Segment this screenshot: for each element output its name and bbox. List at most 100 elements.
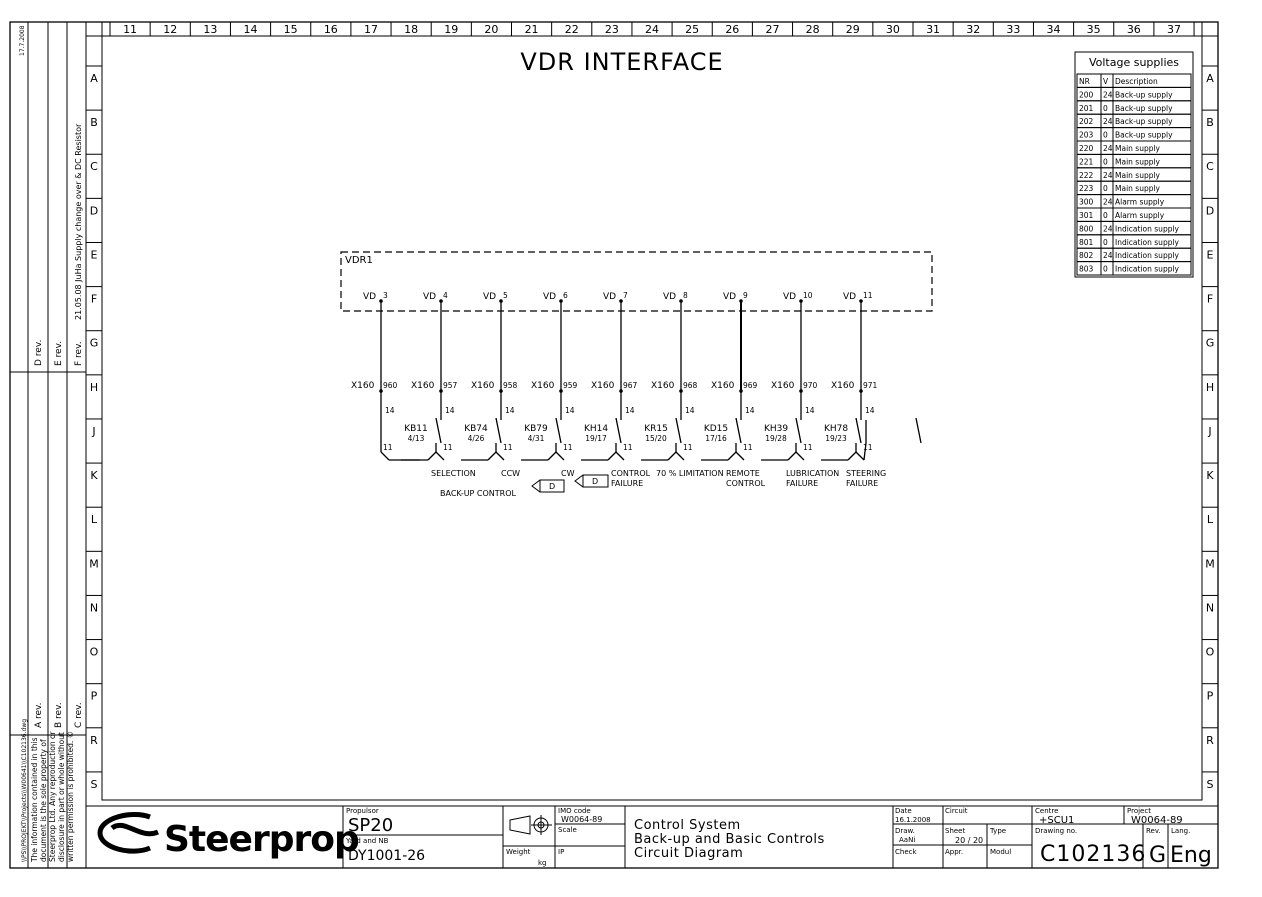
vd-number: 8 — [683, 291, 688, 300]
svg-text:Date: Date — [895, 807, 912, 815]
table-cell: Main supply — [1115, 157, 1161, 166]
table-cell: 200 — [1079, 90, 1094, 99]
contact-nc-number: 11 — [863, 443, 873, 452]
column-number: 18 — [404, 23, 418, 36]
contact-no-number: 14 — [625, 406, 635, 415]
relay-label: KB74 — [464, 424, 488, 434]
column-number: 11 — [123, 23, 137, 36]
row-letter: D — [90, 204, 98, 217]
column-number: 19 — [444, 23, 458, 36]
table-cell: 220 — [1079, 144, 1094, 153]
vd-label: VD — [783, 292, 796, 302]
propulsor-value: SP20 — [348, 815, 393, 836]
pin-number: 959 — [563, 381, 578, 390]
column-number: 36 — [1127, 23, 1141, 36]
vd-number: 5 — [503, 291, 508, 300]
column-number: 17 — [364, 23, 378, 36]
label-remote-2: CONTROL — [726, 479, 766, 488]
row-letter: H — [90, 381, 98, 394]
row-letter: A — [90, 72, 98, 85]
contact-nc-number: 11 — [563, 443, 573, 452]
revision-d-label: D rev. — [34, 340, 44, 366]
imo-label: IMO code — [558, 807, 591, 815]
table-cell: 203 — [1079, 131, 1094, 140]
relay-contact — [555, 417, 562, 444]
relay-label: KB79 — [524, 424, 548, 434]
label-control-failure-1: CONTROL — [611, 469, 651, 478]
vd-number: 3 — [383, 291, 388, 300]
vd-label: VD — [363, 292, 376, 302]
vd-number: 6 — [563, 291, 568, 300]
vd-number: 7 — [623, 291, 628, 300]
column-number: 12 — [163, 23, 177, 36]
column-number: 27 — [765, 23, 779, 36]
table-cell: Alarm supply — [1115, 211, 1165, 220]
relay-label: KH78 — [824, 424, 848, 434]
table-cell: 201 — [1079, 104, 1094, 113]
table-cell: 24 — [1103, 171, 1113, 180]
table-cell: Indication supply — [1115, 224, 1180, 233]
vd-label: VD — [603, 292, 616, 302]
table-cell: 222 — [1079, 171, 1094, 180]
row-letter: J — [91, 425, 95, 438]
x160-label: X160 — [411, 381, 435, 391]
svg-text:The information contained in t: The information contained in this — [30, 737, 39, 863]
contact-nc-number: 11 — [623, 443, 633, 452]
x160-label: X160 — [531, 381, 555, 391]
x160-label: X160 — [711, 381, 735, 391]
column-number: 21 — [525, 23, 539, 36]
yard-label: Yard and NB — [345, 837, 389, 845]
relay-label: KH39 — [764, 424, 788, 434]
svg-text:Type: Type — [989, 827, 1006, 835]
vdr-box — [340, 251, 933, 312]
revision-f-text: 21.05.08 JuHa Supply change over & DC Re… — [74, 123, 83, 320]
revision-f-label: F rev. — [74, 341, 84, 366]
column-number: 32 — [966, 23, 980, 36]
file-path: \\PS\\PROJEKT\\Projects\\W00641\\C102136… — [21, 719, 28, 862]
svg-text:disclosure in part or whole wi: disclosure in part or whole without — [57, 732, 66, 862]
svg-text:Centre: Centre — [1035, 807, 1058, 815]
vd-label: VD — [543, 292, 556, 302]
table-cell: Back-up supply — [1115, 104, 1173, 113]
imo-value: W0064-89 — [561, 815, 602, 824]
contact-nc-number: 11 — [803, 443, 813, 452]
table-cell: 221 — [1079, 157, 1094, 166]
row-letter: N — [1206, 601, 1214, 614]
row-letter: P — [91, 690, 98, 703]
contact-no-number: 14 — [505, 406, 515, 415]
pin-number: 970 — [803, 381, 818, 390]
row-letter: E — [91, 248, 98, 261]
pin-number: 958 — [503, 381, 518, 390]
column-number: 20 — [484, 23, 498, 36]
pin-number: 957 — [443, 381, 458, 390]
table-cell: 24 — [1103, 224, 1113, 233]
table-cell: 803 — [1079, 265, 1094, 274]
revision-value: G — [1149, 843, 1166, 868]
signal-labels: SELECTION CCW CW CONTROL FAILURE 70 % LI… — [431, 469, 886, 498]
row-letter: G — [1206, 337, 1215, 350]
revision-a-label: A rev. — [34, 702, 44, 728]
svg-text:Draw.: Draw. — [895, 827, 915, 835]
steerprop-logo: Steerprop — [97, 811, 360, 860]
row-letter: P — [1207, 690, 1214, 703]
contact-no-number: 14 — [445, 406, 455, 415]
svg-text:Steerprop Ltd. Any reproductio: Steerprop Ltd. Any reproduction or — [48, 730, 57, 862]
table-cell: 801 — [1079, 238, 1094, 247]
relay-contact — [615, 417, 622, 444]
table-cell: 0 — [1103, 104, 1108, 113]
x160-label: X160 — [771, 381, 795, 391]
svg-text:Steerprop: Steerprop — [164, 819, 359, 860]
table-header: Description — [1115, 77, 1158, 86]
table-header: V — [1103, 77, 1109, 86]
cross-reference-flag-1[interactable]: D — [531, 479, 565, 493]
cross-reference-flag-2[interactable]: D — [574, 474, 609, 488]
vd-number: 10 — [803, 291, 813, 300]
column-number: 37 — [1167, 23, 1181, 36]
